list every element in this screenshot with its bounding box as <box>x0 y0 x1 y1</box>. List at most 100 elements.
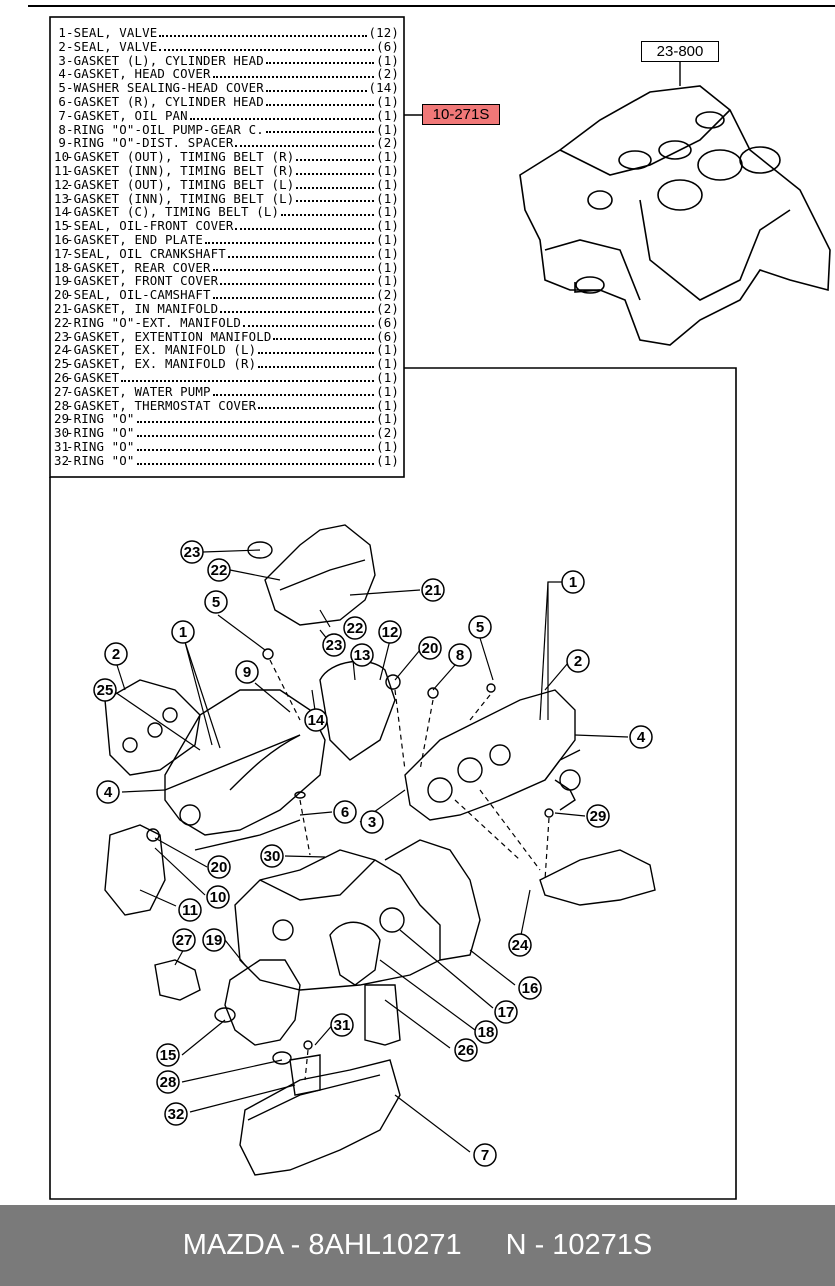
legend-item: 6-GASKET (R), CYLINDER HEAD(1) <box>54 95 399 109</box>
legend-quantity: (1) <box>376 452 399 468</box>
legend-description: GASKET (INN), TIMING BELT (L) <box>73 190 295 206</box>
legend-quantity: (1) <box>376 107 399 123</box>
callout-4: 4 <box>96 780 120 804</box>
callout-16: 16 <box>518 976 542 1000</box>
callout-number: 2 <box>112 646 120 663</box>
exploded-engine-parts <box>104 524 656 1176</box>
callout-30: 30 <box>260 844 284 868</box>
legend-number: 32 <box>54 452 70 468</box>
legend-quantity: (1) <box>376 259 399 275</box>
legend-description: GASKET (C), TIMING BELT (L) <box>73 204 280 220</box>
legend-leader-dots <box>265 84 367 93</box>
dashed-guides <box>269 659 550 1081</box>
legend-number: 25 <box>54 356 70 372</box>
callout-number: 5 <box>212 594 220 611</box>
legend-dash: - <box>66 52 74 68</box>
callout-circle <box>178 898 202 922</box>
callout-circle <box>448 643 472 667</box>
callout-number: 24 <box>512 937 529 954</box>
callout-circle <box>206 885 230 909</box>
callout-number: 10 <box>210 889 227 906</box>
diagram-frame <box>49 16 737 1200</box>
callout-circle <box>172 928 196 952</box>
callout-25: 25 <box>93 678 117 702</box>
callout-number: 4 <box>104 784 113 801</box>
legend-dash: - <box>66 231 74 247</box>
callout-circle <box>566 649 590 673</box>
callout-circle <box>518 976 542 1000</box>
callout-8: 8 <box>448 643 472 667</box>
callout-22: 22 <box>207 558 231 582</box>
legend-quantity: (1) <box>376 176 399 192</box>
callout-circle <box>343 616 367 640</box>
callout-circle <box>304 708 328 732</box>
callout-circle <box>322 633 346 657</box>
callout-9: 9 <box>235 660 259 684</box>
callout-32: 32 <box>164 1102 188 1126</box>
legend-item: 25-GASKET, EX. MANIFOLD (R)(1) <box>54 357 399 371</box>
legend-dash: - <box>66 438 74 454</box>
callout-circle <box>421 578 445 602</box>
callout-17: 17 <box>494 1000 518 1024</box>
legend-description: RING "O"-EXT. MANIFOLD <box>73 314 242 330</box>
callout-circle <box>629 725 653 749</box>
legend-quantity: (2) <box>376 66 399 82</box>
callout-27: 27 <box>172 928 196 952</box>
legend-item: 2-SEAL, VALVE(6) <box>54 38 399 54</box>
callout-circle <box>330 1013 354 1037</box>
callout-15: 15 <box>156 1043 180 1067</box>
legend-description: GASKET, WATER PUMP <box>73 383 211 399</box>
legend-dash: - <box>66 273 74 289</box>
block-reference-label: 23-800 <box>641 41 719 62</box>
callout-number: 30 <box>264 848 281 865</box>
kit-reference-label: 10-271S <box>422 104 500 125</box>
legend-description: GASKET <box>73 369 120 385</box>
legend-description: SEAL, OIL-CAMSHAFT <box>73 287 211 303</box>
legend-item: 29-RING "O"(1) <box>54 412 399 426</box>
legend-quantity: (6) <box>376 314 399 330</box>
legend-number: 10 <box>54 149 70 165</box>
legend-leader-dots <box>227 250 375 258</box>
legend-item: 16-GASKET, END PLATE(1) <box>54 233 399 247</box>
callout-5: 5 <box>468 615 492 639</box>
legend-quantity: (2) <box>376 287 399 303</box>
callout-circle <box>561 570 585 594</box>
legend-item: 13-GASKET (INN), TIMING BELT (L)(1) <box>54 190 399 206</box>
legend-quantity: (1) <box>376 121 399 137</box>
legend-quantity: (1) <box>376 204 399 220</box>
legend-number: 26 <box>54 369 70 385</box>
legend-quantity: (2) <box>376 425 399 441</box>
legend-leader-dots <box>296 167 375 175</box>
callout-number: 6 <box>341 804 349 821</box>
legend-description: RING "O" <box>73 452 135 468</box>
legend-number: 27 <box>54 383 70 399</box>
callout-number: 7 <box>481 1147 489 1164</box>
legend-description: RING "O" <box>73 425 135 441</box>
callout-circle <box>468 615 492 639</box>
legend-leader-dots <box>258 401 375 410</box>
callout-number: 28 <box>160 1074 177 1091</box>
legend-leader-dots <box>159 29 367 37</box>
legend-item: 18-GASKET, REAR COVER(1) <box>54 259 399 275</box>
legend-number: 30 <box>54 425 70 441</box>
legend-item: 3-GASKET (L), CYLINDER HEAD(1) <box>54 52 399 68</box>
callout-circle <box>202 928 226 952</box>
legend-item: 20-SEAL, OIL-CAMSHAFT(2) <box>54 288 399 302</box>
legend-description: GASKET (OUT), TIMING BELT (L) <box>73 176 295 192</box>
legend-item: 27-GASKET, WATER PUMP(1) <box>54 383 399 399</box>
legend-dash: - <box>66 314 74 330</box>
legend-description: RING "O"-DIST. SPACER <box>73 135 234 151</box>
legend-leader-dots <box>220 305 375 313</box>
legend-description: SEAL, VALVE <box>73 38 158 54</box>
legend-description: GASKET, REAR COVER <box>73 259 211 275</box>
callout-number: 1 <box>179 624 187 641</box>
callout-20: 20 <box>418 636 442 660</box>
callout-number: 31 <box>334 1017 351 1034</box>
legend-description: SEAL, OIL CRANKSHAFT <box>73 245 226 261</box>
legend-number: 28 <box>54 397 70 413</box>
legend-quantity: (1) <box>376 411 399 427</box>
callout-circle <box>96 780 120 804</box>
top-rule <box>28 5 835 7</box>
callout-circle <box>360 810 384 834</box>
